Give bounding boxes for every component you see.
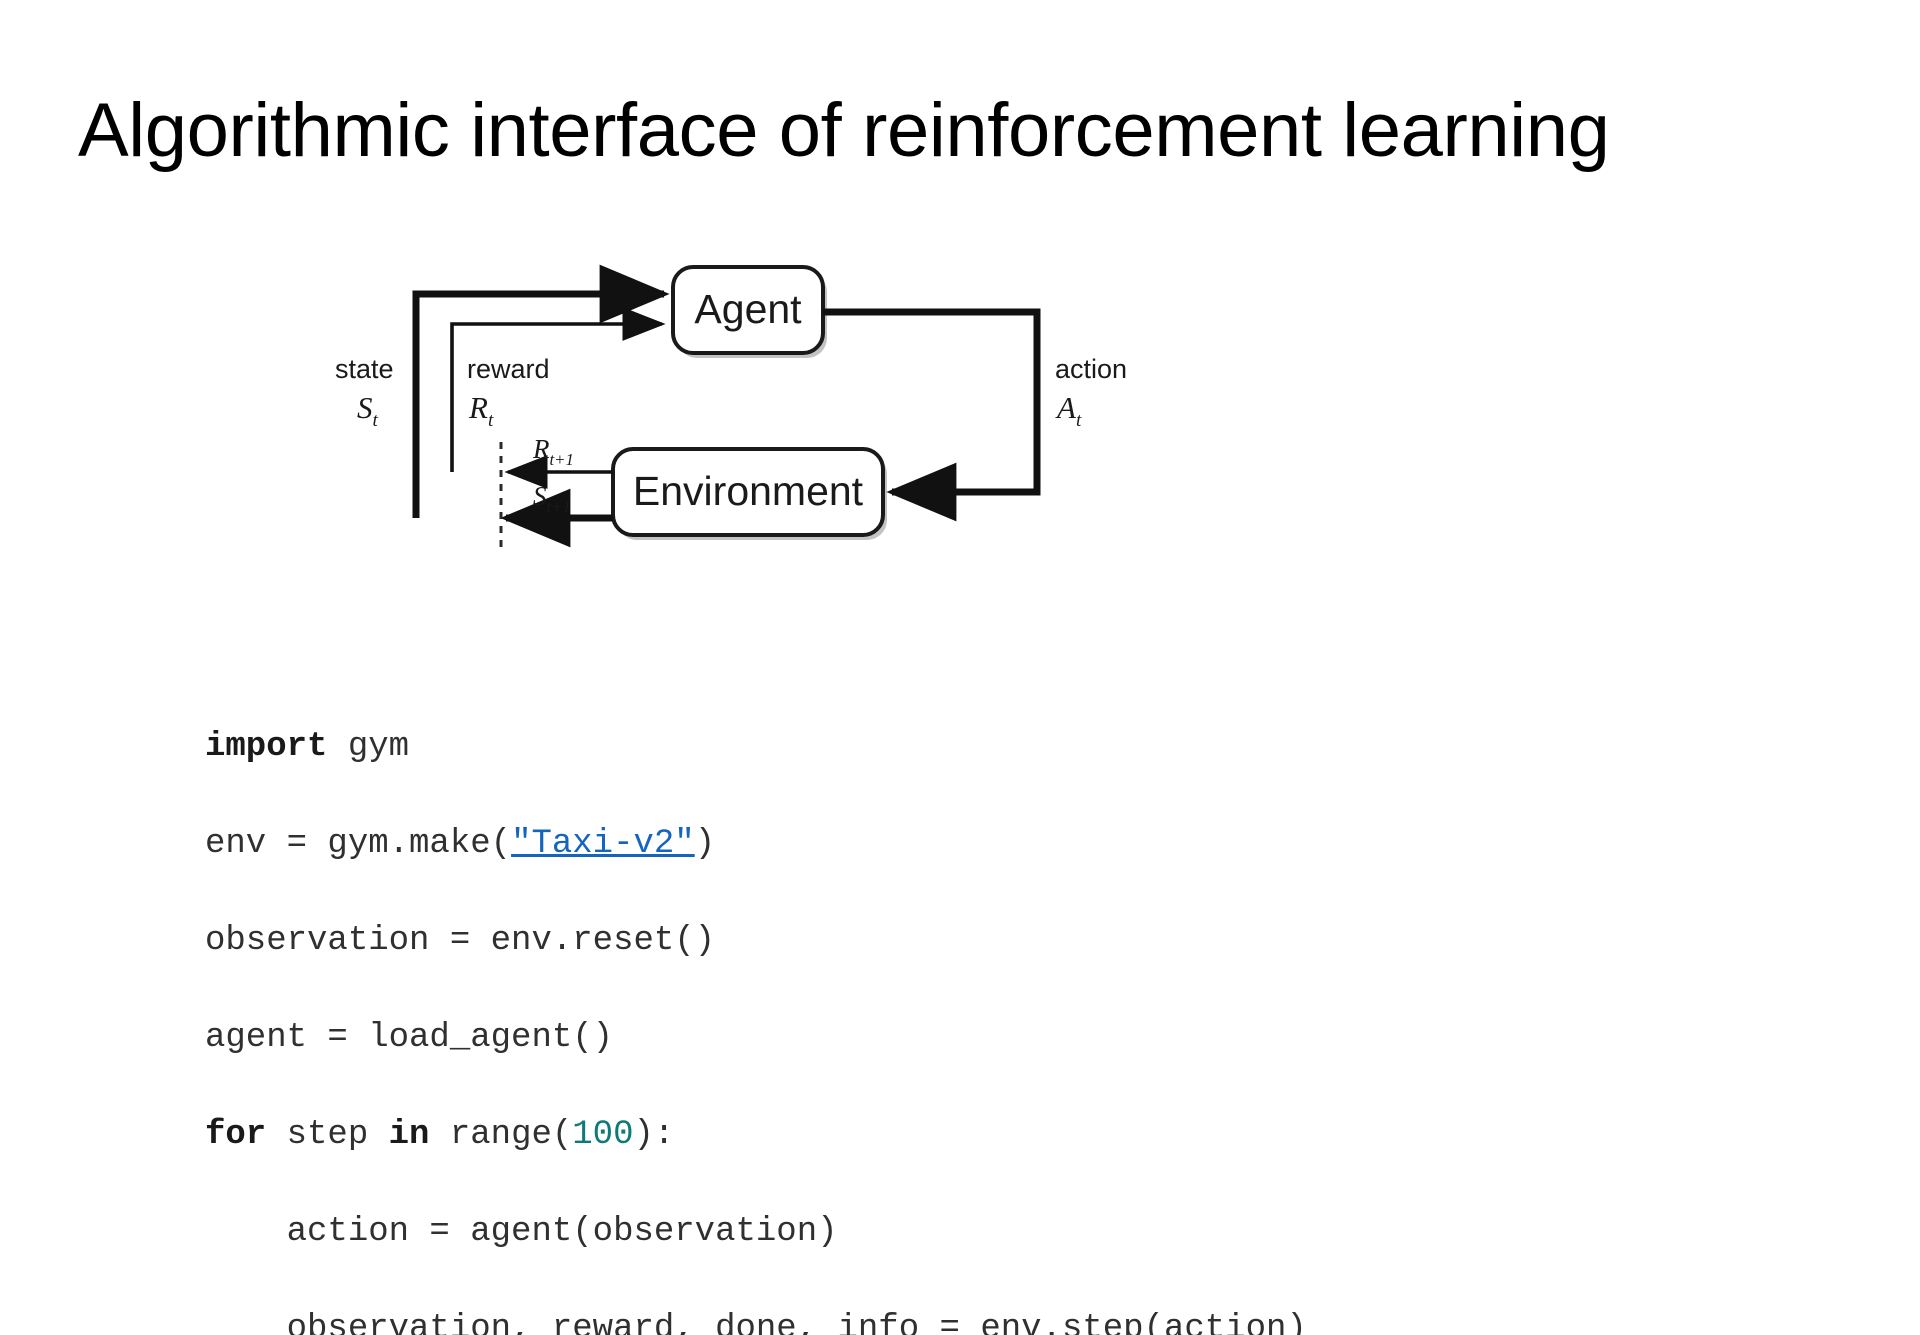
code-line: action = agent(observation) [205, 1209, 1307, 1256]
signal-state-word: state [335, 354, 394, 384]
node-agent: Agent [671, 265, 827, 358]
code-block: import gym env = gym.make("Taxi-v2") obs… [205, 724, 1307, 1335]
code-token: import [205, 728, 328, 766]
code-token: gym [327, 728, 410, 766]
code-token: range( [429, 1116, 573, 1154]
edge-state-to-agent [412, 264, 670, 518]
code-token: agent = load_agent() [205, 1019, 614, 1057]
code-link-token[interactable]: "Taxi-v2" [511, 825, 695, 863]
code-line: env = gym.make("Taxi-v2") [205, 821, 1307, 868]
edge-action-to-environment [823, 308, 1041, 522]
code-token: for [205, 1116, 267, 1154]
code-line: agent = load_agent() [205, 1015, 1307, 1062]
code-token: ): [633, 1116, 675, 1154]
edge-label-reward-next: Rt+1 [532, 434, 574, 469]
code-line: observation = env.reset() [205, 918, 1307, 965]
signal-label-action: action At [1055, 354, 1127, 431]
agent-environment-diagram: Agent Environment state St rewar [335, 250, 1310, 560]
code-token: in [388, 1116, 430, 1154]
page-title: Algorithmic interface of reinforcement l… [78, 87, 1610, 173]
code-content: import gym env = gym.make("Taxi-v2") obs… [205, 724, 1307, 1335]
code-token: observation, reward, done, info = env.st… [205, 1310, 1307, 1335]
code-line: import gym [205, 724, 1307, 771]
signal-action-word: action [1055, 354, 1127, 384]
code-token: action = agent(observation) [205, 1213, 838, 1251]
signal-label-reward: reward Rt [467, 354, 550, 431]
code-token: observation = env.reset() [205, 922, 716, 960]
code-line: for step in range(100): [205, 1112, 1307, 1159]
signal-reward-word: reward [467, 354, 550, 384]
edge-reward-to-agent [450, 307, 666, 472]
node-environment-label: Environment [633, 468, 864, 514]
signal-state-symbol: St [357, 390, 379, 431]
signal-label-state: state St [335, 354, 394, 431]
code-token: 100 [572, 1116, 634, 1154]
edge-label-state-next: St+1 [533, 481, 571, 516]
node-environment: Environment [611, 447, 887, 540]
signal-reward-symbol: Rt [468, 390, 494, 431]
code-line: observation, reward, done, info = env.st… [205, 1306, 1307, 1335]
code-token: env = gym.make( [205, 825, 512, 863]
signal-action-symbol: At [1055, 390, 1082, 431]
code-token: ) [694, 825, 716, 863]
code-token: step [266, 1116, 389, 1154]
node-agent-label: Agent [694, 286, 802, 332]
